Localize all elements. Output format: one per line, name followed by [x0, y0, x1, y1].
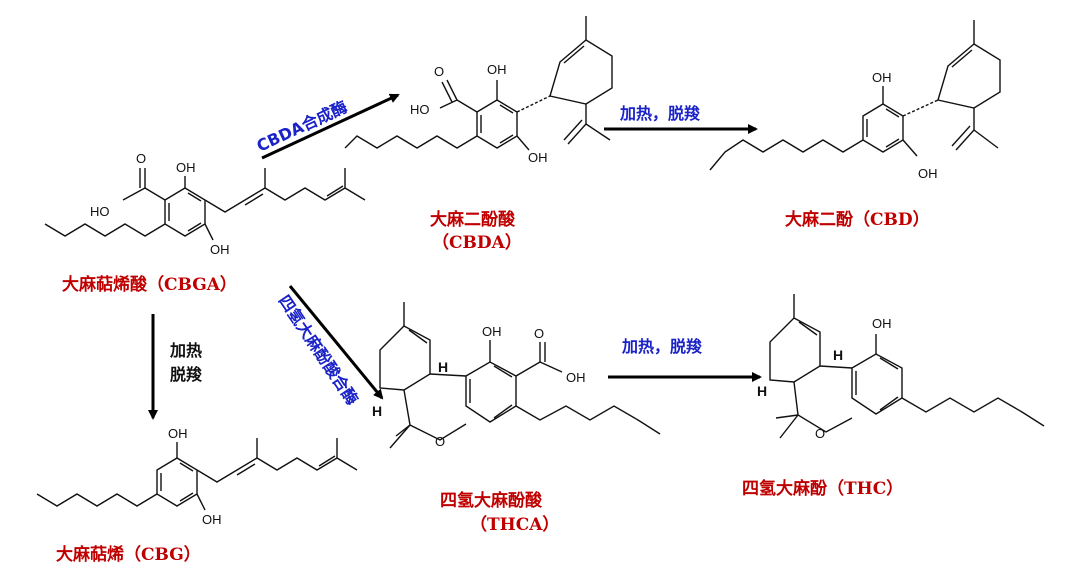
label-cbda-synthase: CBDA合成酶 — [254, 97, 350, 155]
atom-h: H — [833, 347, 843, 363]
cbda-structure: OH OH O HO — [344, 16, 613, 165]
atom-oh: OH — [872, 316, 892, 331]
atom-ho: HO — [90, 204, 110, 219]
atom-h: H — [438, 359, 448, 375]
atom-o: O — [815, 426, 825, 441]
label-cbg: 大麻萜烯（CBG） — [56, 544, 201, 565]
cbg-structure: OH OH — [36, 426, 358, 527]
atom-oh: OH — [210, 242, 230, 257]
atom-oh: OH — [872, 70, 892, 85]
atom-oh: OH — [528, 150, 548, 165]
label-thca-cn: 四氢大麻酚酸 — [440, 490, 543, 511]
cbd-structure: OH OH — [709, 20, 1001, 181]
atom-oh: OH — [487, 62, 507, 77]
label-thc: 四氢大麻酚（THC） — [742, 478, 903, 499]
thca-structure: H H O OH O OH — [372, 302, 661, 449]
label-cbda-abbr: （CBDA） — [432, 232, 522, 253]
label-thca-abbr: （THCA） — [470, 514, 559, 535]
label-cbda-cn: 大麻二酚酸 — [430, 209, 516, 230]
atom-oh: OH — [482, 324, 502, 339]
label-heat-decarbox-top: 加热，脱羧 — [619, 104, 701, 123]
atom-ho: HO — [410, 102, 430, 117]
atom-o: O — [136, 151, 146, 166]
label-heat: 加热 — [169, 341, 202, 360]
atom-oh: OH — [918, 166, 938, 181]
label-cbga: 大麻萜烯酸（CBGA） — [62, 274, 237, 295]
atom-h: H — [757, 383, 767, 399]
atom-oh: OH — [168, 426, 188, 441]
label-thca-synthase: 四氢大麻酚酸合酶 — [275, 292, 362, 409]
arrow-cbga-to-thca — [288, 285, 384, 400]
atom-o: O — [434, 64, 444, 79]
label-cbd: 大麻二酚（CBD） — [785, 209, 930, 230]
label-heat-decarbox-bottom: 加热，脱羧 — [621, 337, 703, 356]
atom-o: O — [435, 434, 445, 449]
atom-h: H — [372, 403, 382, 419]
atom-oh: OH — [176, 160, 196, 175]
atom-oh: OH — [566, 370, 586, 385]
arrow-cbga-to-cbda — [261, 93, 400, 160]
atom-o: O — [534, 326, 544, 341]
cbga-structure: OH OH O HO — [44, 151, 366, 257]
thc-structure: H H O OH — [757, 294, 1045, 441]
atom-oh: OH — [202, 512, 222, 527]
label-decarbox: 脱羧 — [170, 365, 203, 384]
